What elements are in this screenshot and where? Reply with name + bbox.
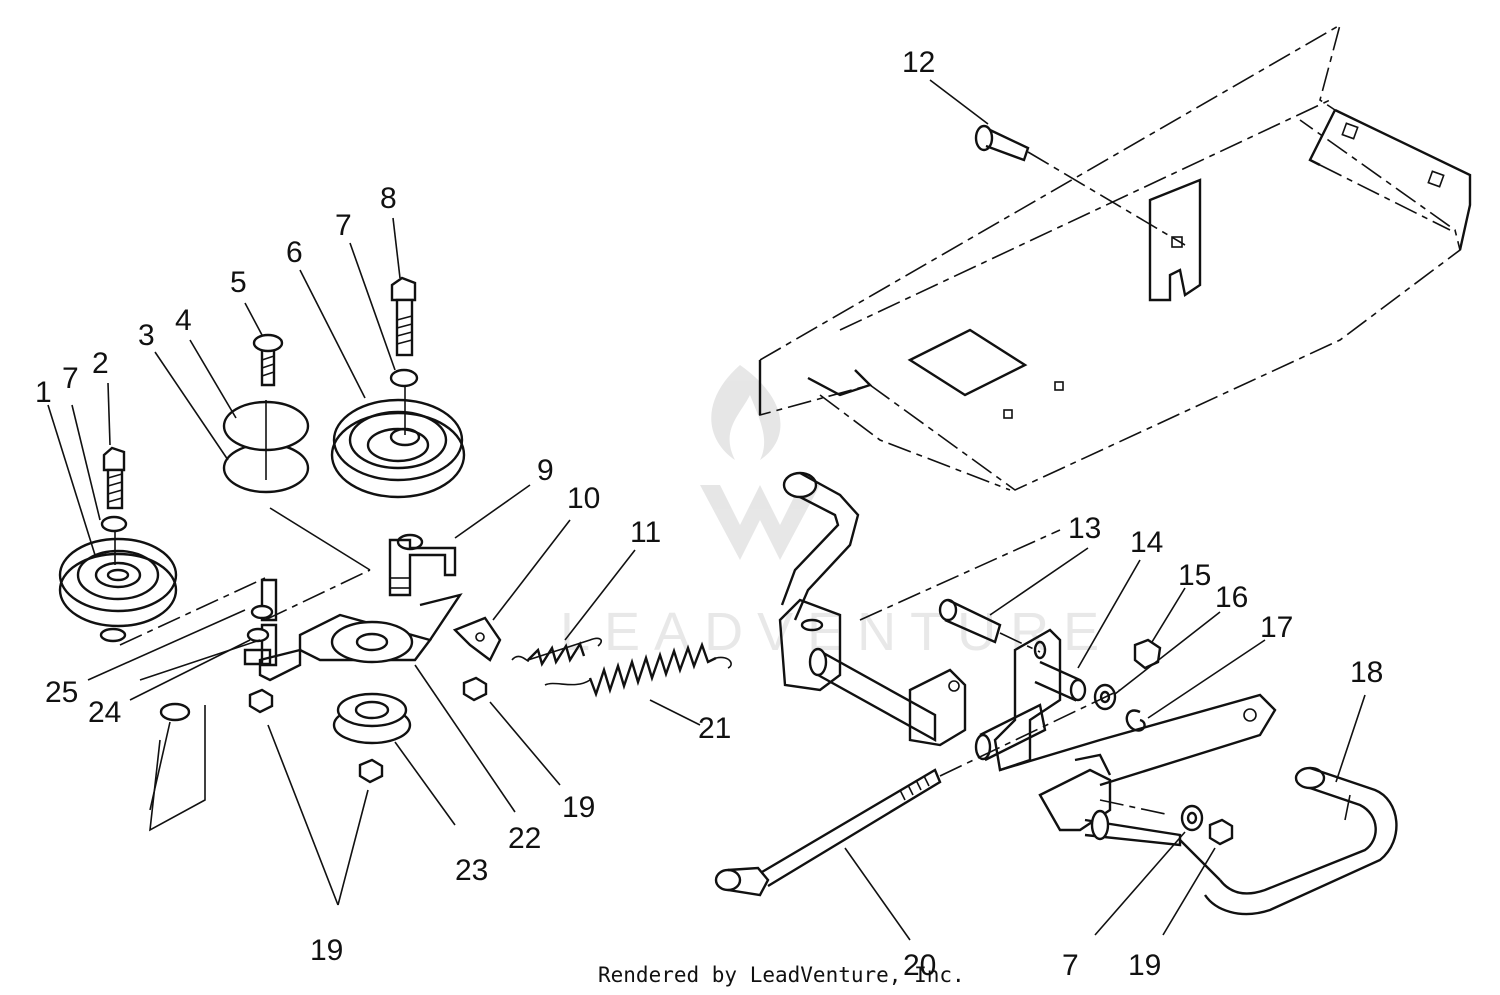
callout-21: 21 [698, 712, 731, 745]
callout-7: 7 [62, 362, 79, 395]
callout-5: 5 [230, 266, 247, 299]
callout-4: 4 [175, 304, 192, 337]
crank-shaft [778, 471, 967, 747]
bolt-8 [389, 276, 419, 388]
callout-12: 12 [902, 46, 935, 79]
frame-dash-right [859, 529, 1061, 621]
nut-19-a [248, 688, 274, 714]
bolt-25 [250, 578, 278, 622]
nut-15 [1133, 638, 1162, 670]
spring-bracket-10 [452, 616, 502, 662]
callout-22: 22 [508, 822, 541, 855]
bolt-2 [100, 446, 128, 565]
bolt-12 [974, 124, 1186, 246]
callout-24: 24 [88, 696, 121, 729]
callout-3: 3 [138, 319, 155, 352]
callout-10: 10 [567, 482, 600, 515]
mount-plate [993, 628, 1277, 787]
washer-7-right [1180, 804, 1204, 832]
bolt-20 [714, 689, 1121, 897]
pin-13 [938, 598, 1041, 653]
frame-outline-left [119, 569, 371, 832]
clip-17 [1125, 709, 1146, 732]
frame-dash-right-2 [1099, 799, 1171, 816]
nut-19-d [1208, 818, 1234, 846]
pivot-bar [1038, 753, 1182, 847]
callout-23: 23 [455, 854, 488, 887]
spring-11 [511, 637, 602, 667]
callout-11: 11 [630, 516, 661, 549]
spacer-washers-3-4 [222, 400, 371, 571]
deck-plate [758, 23, 1472, 491]
callout-17: 17 [1260, 611, 1293, 644]
callout-8: 8 [380, 182, 397, 215]
callout-14: 14 [1130, 526, 1163, 559]
bracket-9 [388, 538, 457, 597]
callout-2: 2 [92, 347, 109, 380]
callout-25: 25 [45, 676, 78, 709]
leadventure-watermark-logo [700, 365, 820, 560]
spring-21 [544, 641, 732, 698]
callout-1: 1 [35, 376, 52, 409]
callout-16: 16 [1215, 581, 1248, 614]
callout-19-b: 19 [310, 934, 343, 967]
handle-18 [1179, 766, 1398, 916]
callout-13: 13 [1068, 512, 1101, 545]
callout-7c: 7 [1062, 949, 1079, 982]
watermark-text: LEADVENTURE [560, 602, 1113, 662]
callout-6: 6 [286, 236, 303, 269]
callout-19-a: 19 [562, 791, 595, 824]
callout-labels: 1 7 2 3 4 5 6 7 8 9 10 11 12 13 14 15 16… [35, 46, 1383, 982]
render-credit: Rendered by LeadVenture, Inc. [598, 963, 965, 987]
callout-18: 18 [1350, 656, 1383, 689]
nut-19-c [462, 676, 488, 702]
callout-7b: 7 [335, 209, 352, 242]
callout-19-c: 19 [1128, 949, 1161, 982]
idler-pulley-6 [330, 385, 466, 551]
callout-20: 20 [903, 949, 936, 982]
bushing-23 [332, 692, 412, 745]
carriage-bolt-5 [252, 333, 284, 387]
callout-15: 15 [1178, 559, 1211, 592]
leader-lines [47, 79, 1366, 941]
callout-9: 9 [537, 454, 554, 487]
idler-arm-22 [258, 593, 463, 682]
nut-19-b [358, 758, 384, 784]
idler-pulley-1 [58, 537, 178, 643]
